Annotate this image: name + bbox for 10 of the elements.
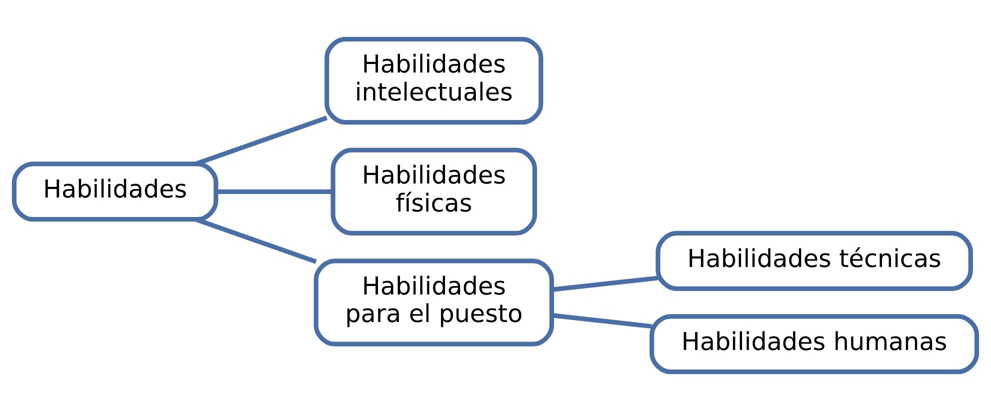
node-box: Habilidades técnicas <box>656 230 973 290</box>
connector <box>195 115 328 166</box>
node-box: Habilidades humanas <box>650 314 980 374</box>
connector <box>216 188 333 194</box>
connector <box>551 312 652 328</box>
node-box: Habilidades intelectuales <box>324 36 544 124</box>
node-box: Habilidades para el puesto <box>314 258 554 346</box>
node-box: Habilidades físicas <box>330 147 538 236</box>
connector <box>551 275 658 292</box>
node-box: Habilidades <box>12 161 218 222</box>
